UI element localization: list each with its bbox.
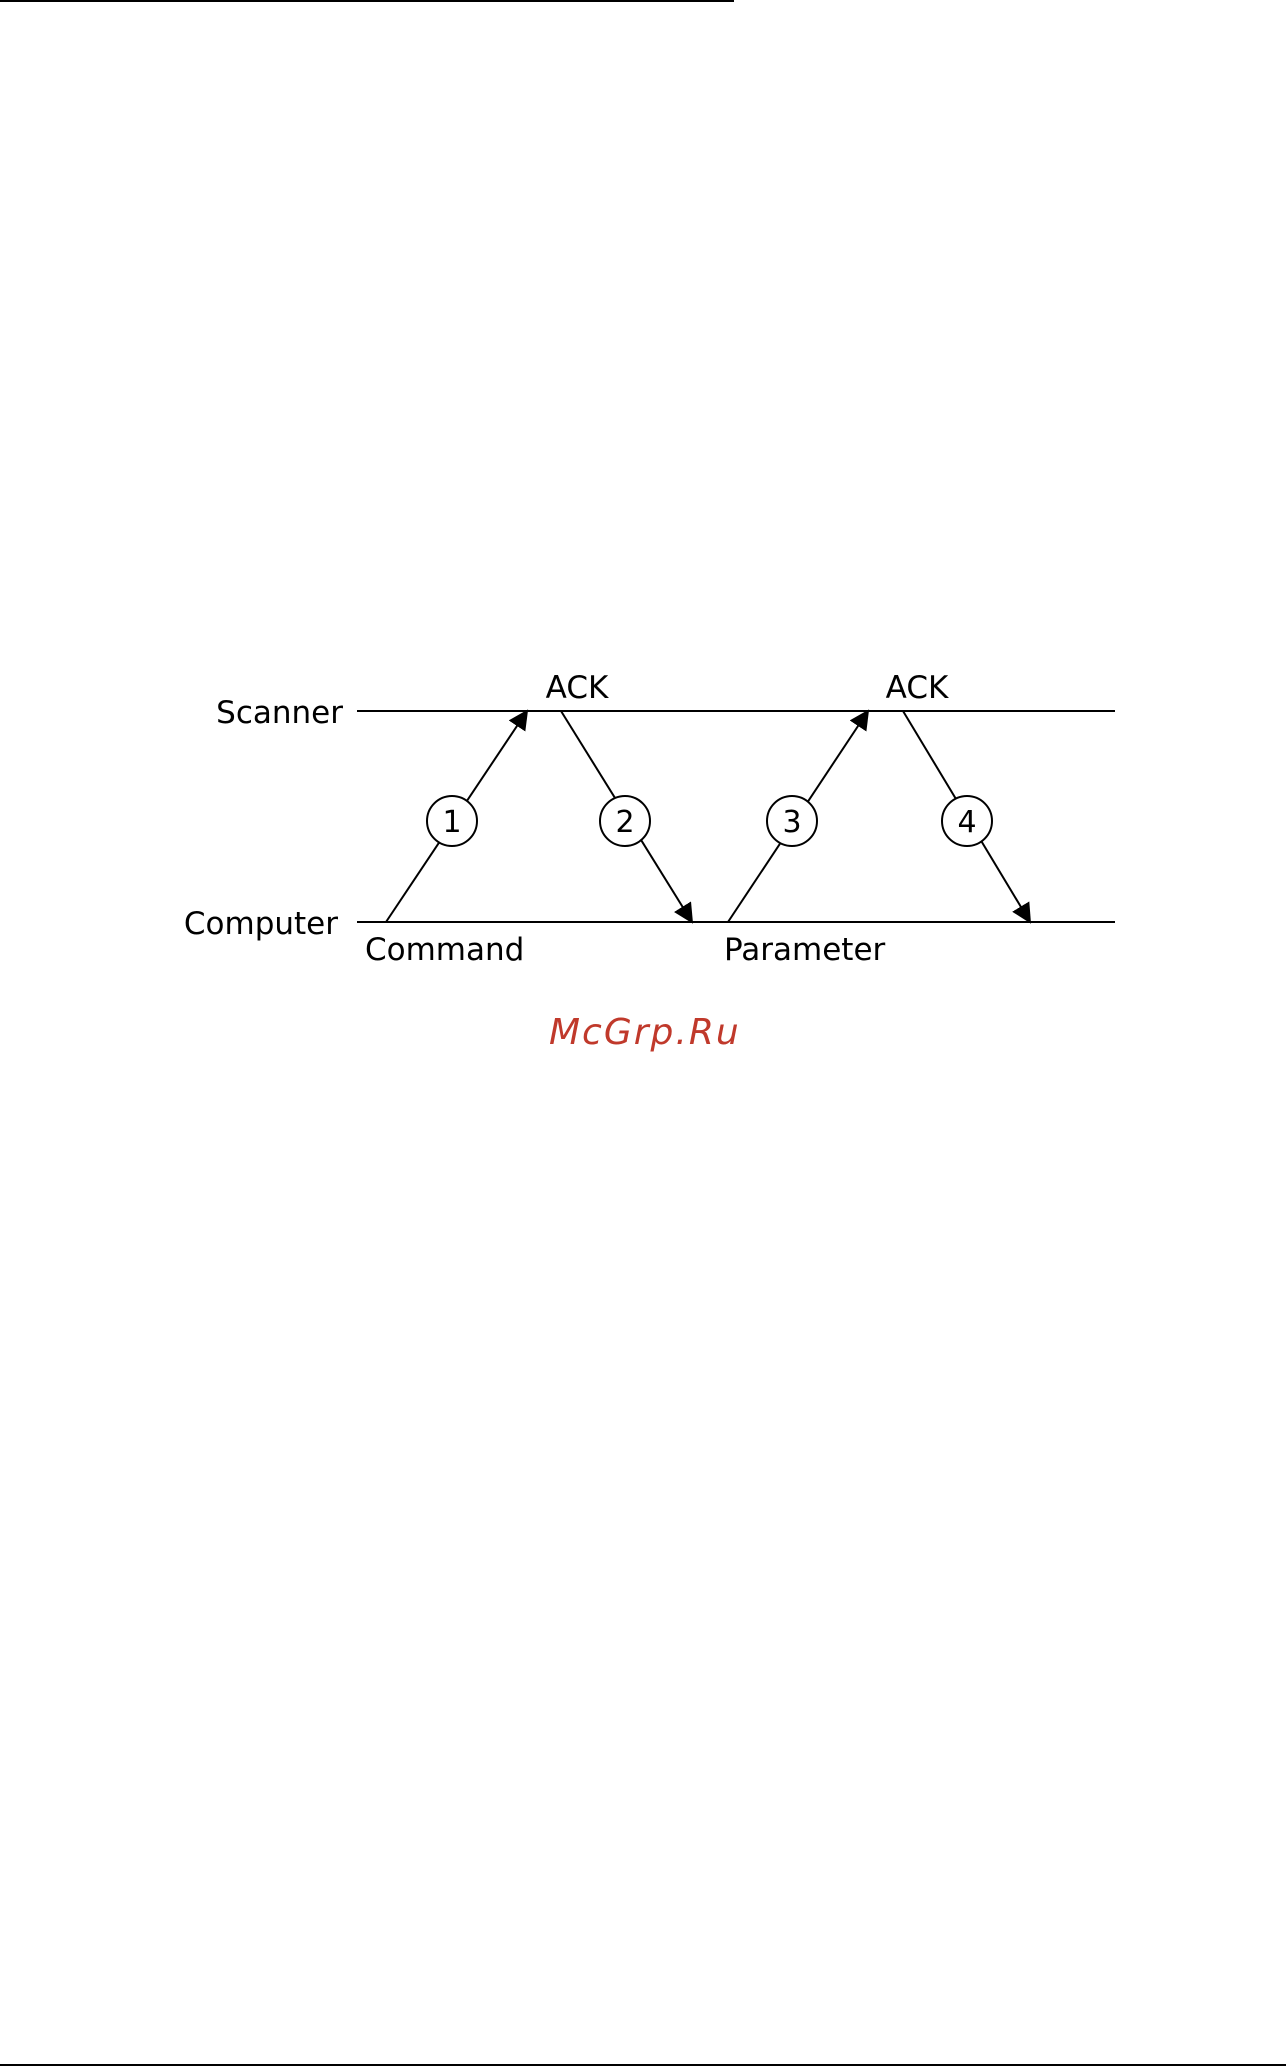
computer-label: Computer xyxy=(184,906,338,942)
step-badge-3: 3 xyxy=(767,796,817,846)
watermark-text: McGrp.Ru xyxy=(549,1012,741,1053)
step-badge-1: 1 xyxy=(427,796,477,846)
command-label: Command xyxy=(365,932,524,968)
ack-label-1: ACK xyxy=(546,670,609,706)
step-badge-4: 4 xyxy=(942,796,992,846)
step-number-1: 1 xyxy=(442,805,461,840)
step-number-4: 4 xyxy=(957,805,976,840)
ack-label-2: ACK xyxy=(886,670,949,706)
parameter-label: Parameter xyxy=(724,932,886,968)
step-badge-2: 2 xyxy=(600,796,650,846)
scanner-label: Scanner xyxy=(216,695,343,731)
step-number-2: 2 xyxy=(615,805,634,840)
step-number-3: 3 xyxy=(782,805,801,840)
